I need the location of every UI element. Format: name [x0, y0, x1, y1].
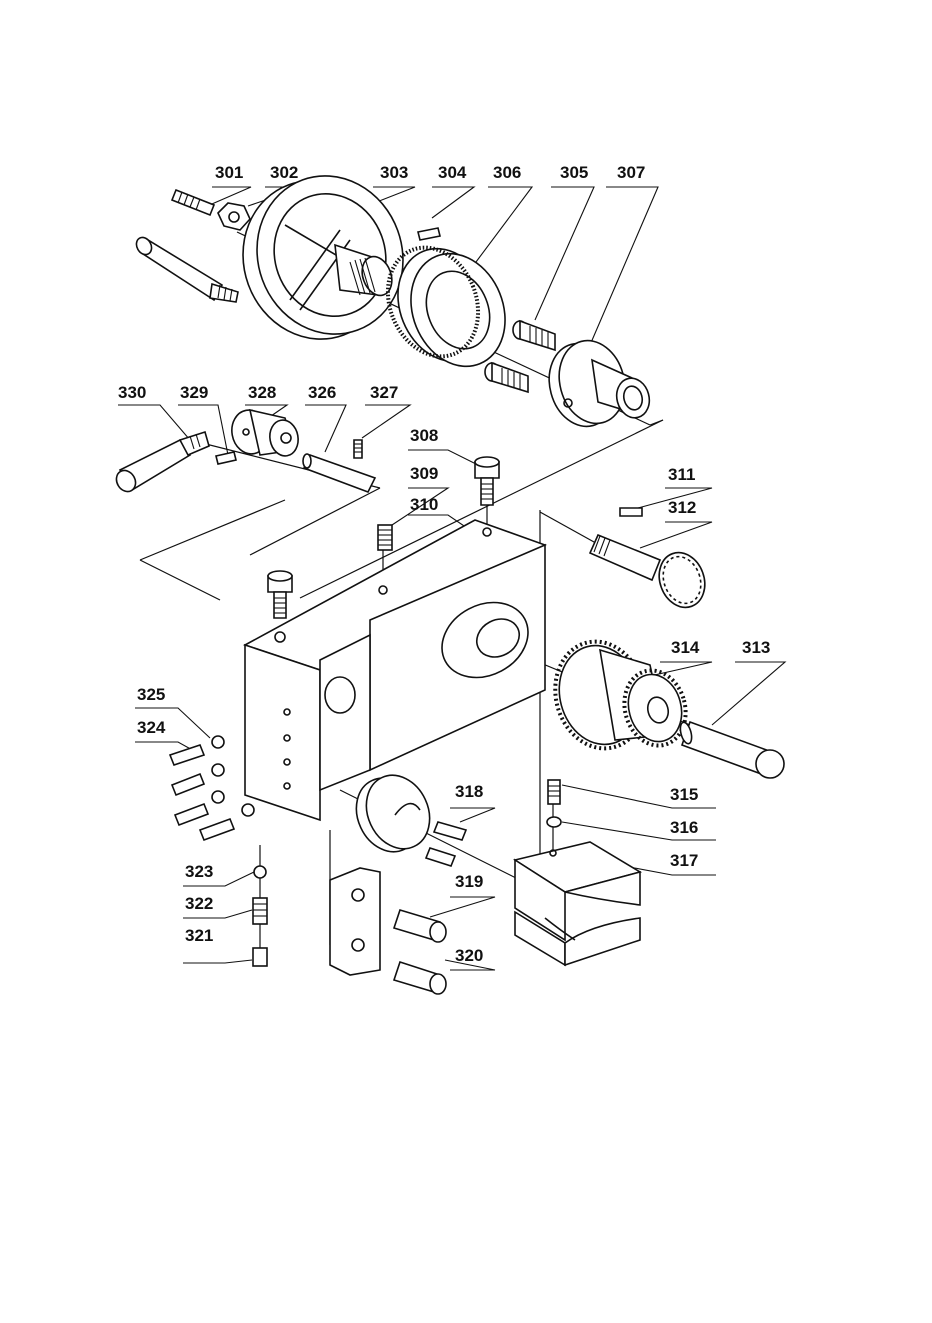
part-label-324: 324: [137, 718, 166, 737]
part-label-316: 316: [670, 818, 698, 837]
hex-nut: [218, 203, 250, 230]
key: [418, 228, 440, 240]
part-label-312: 312: [668, 498, 696, 517]
part-label-325: 325: [137, 685, 165, 704]
part-label-318: 318: [455, 782, 483, 801]
part-label-304: 304: [438, 163, 467, 182]
part-label-315: 315: [670, 785, 698, 804]
lever-handle: [113, 432, 209, 495]
gib-strip: [330, 868, 380, 975]
part-label-305: 305: [560, 163, 588, 182]
split-clamp: [515, 842, 640, 965]
part-label-311: 311: [668, 465, 695, 484]
part-label-321: 321: [185, 926, 213, 945]
part-label-310: 310: [410, 495, 438, 514]
part-label-327: 327: [370, 383, 398, 402]
compression-spring: [378, 525, 392, 550]
set-screw: [172, 190, 214, 215]
housing-cap-screw: [268, 571, 292, 618]
eccentric-hub: [228, 407, 300, 458]
gear-shaft: [678, 721, 784, 778]
side-screws: [170, 736, 254, 840]
clamp-spring: [547, 780, 561, 827]
eccentric-cam: [345, 765, 466, 866]
small-screw: [216, 452, 236, 464]
part-label-329: 329: [180, 383, 208, 402]
part-label-306: 306: [493, 163, 521, 182]
part-label-326: 326: [308, 383, 336, 402]
shaft-pin: [303, 454, 375, 492]
part-label-303: 303: [380, 163, 408, 182]
part-label-309: 309: [410, 464, 438, 483]
grub-screw: [354, 440, 362, 458]
gib-screws: [394, 910, 446, 994]
part-label-330: 330: [118, 383, 146, 402]
part-label-301: 301: [215, 163, 243, 182]
part-label-320: 320: [455, 946, 483, 965]
part-label-313: 313: [742, 638, 770, 657]
part-label-302: 302: [270, 163, 298, 182]
handwheel: [133, 155, 425, 360]
part-label-308: 308: [410, 426, 438, 445]
cap-screw: [475, 457, 499, 505]
part-label-314: 314: [671, 638, 700, 657]
woodruff-key: [620, 508, 642, 516]
part-label-328: 328: [248, 383, 276, 402]
part-label-319: 319: [455, 872, 483, 891]
part-label-307: 307: [617, 163, 645, 182]
part-label-322: 322: [185, 894, 213, 913]
part-label-317: 317: [670, 851, 698, 870]
part-label-323: 323: [185, 862, 213, 881]
pinion-shaft: [590, 535, 712, 614]
